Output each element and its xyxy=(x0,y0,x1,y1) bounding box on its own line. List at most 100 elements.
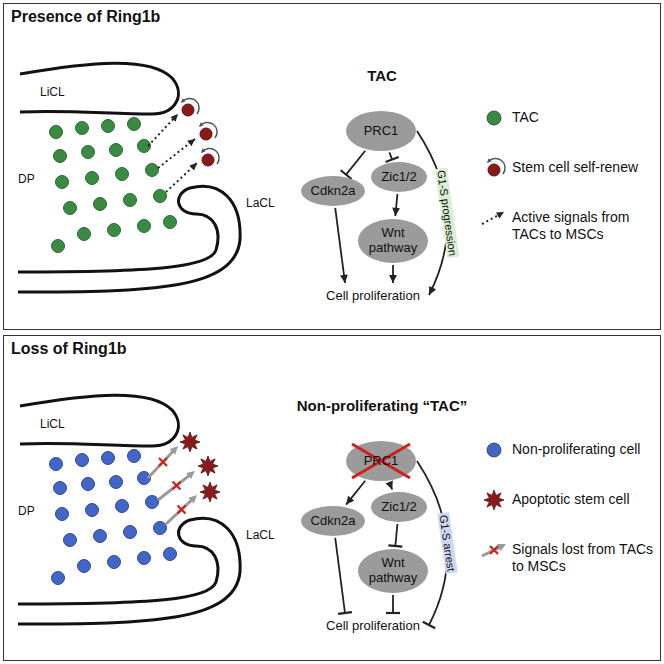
connector xyxy=(335,208,348,283)
region-label: LaCL xyxy=(246,528,275,542)
apoptotic-cell xyxy=(180,432,200,452)
node-text: Cdkn2a xyxy=(311,184,356,199)
follicle-top xyxy=(18,63,240,292)
nonprolif-cell xyxy=(128,450,141,463)
panel-title: Presence of Ring1b xyxy=(11,8,160,26)
nonprolif-cell xyxy=(164,548,177,561)
tac-cell xyxy=(94,198,107,211)
active-signal-line xyxy=(148,114,178,146)
node-text: PRC1 xyxy=(364,454,399,469)
arrow-head xyxy=(386,481,393,490)
nonprolif-cell xyxy=(116,500,129,513)
nonprolif-cell xyxy=(154,522,167,535)
inhibition-bar xyxy=(338,612,352,614)
nonprolif-cell xyxy=(110,476,123,489)
cell-title: Non-proliferating “TAC” xyxy=(297,397,468,414)
legend-swatch xyxy=(487,443,501,457)
connector-line xyxy=(346,481,365,505)
nonprolif-cell xyxy=(86,504,99,517)
region-label: DP xyxy=(18,172,35,186)
region-label: LaCL xyxy=(246,196,275,210)
region-label: DP xyxy=(18,504,35,518)
lost-signal-line xyxy=(166,499,192,524)
connector xyxy=(388,524,402,547)
nonprolif-cell xyxy=(138,552,151,565)
active-signal-line xyxy=(482,212,504,224)
lost-signal-head xyxy=(170,446,178,455)
node-text: Zic1/2 xyxy=(381,500,416,515)
tac-cell xyxy=(108,224,121,237)
region-label: LiCL xyxy=(40,417,65,431)
panel-title: Loss of Ring1b xyxy=(11,340,127,358)
factor-oval: Cdkn2a xyxy=(301,506,365,536)
connector-line xyxy=(335,208,345,283)
nonprolif-cell xyxy=(94,530,107,543)
nonprolif-cell xyxy=(78,560,91,573)
legend-text: TAC xyxy=(512,109,658,126)
lost-signal-head xyxy=(186,471,195,479)
lost-signal-head xyxy=(497,544,506,551)
nonprolif-cell xyxy=(50,458,63,471)
tac-cell xyxy=(76,122,89,135)
active-signal-line xyxy=(158,139,195,168)
follicle-bottom xyxy=(18,395,240,624)
legend-apoptotic xyxy=(484,490,504,510)
self-renew-head xyxy=(181,98,186,103)
arrow-head xyxy=(392,208,400,216)
legend-text: Signals lost from TACs to MSCs xyxy=(512,541,658,575)
legend-text: Apoptotic stem cell xyxy=(512,491,658,508)
self-renew-head xyxy=(487,158,492,163)
tac-cell xyxy=(110,144,123,157)
inhibition-bar xyxy=(388,545,402,546)
connector-line xyxy=(392,595,394,613)
apoptotic-cell xyxy=(200,482,220,502)
lost-signal-line xyxy=(148,451,174,478)
connector-line xyxy=(395,524,397,546)
factor-oval: Zic1/2 xyxy=(371,492,427,522)
legend-swatch xyxy=(487,111,501,125)
active-signal-line xyxy=(166,163,197,192)
nonprolif-cell xyxy=(76,454,89,467)
connector xyxy=(386,481,393,490)
nonprolif-cell xyxy=(82,478,95,491)
connector-line xyxy=(346,151,365,175)
stem-cell xyxy=(488,164,500,176)
region-label: LiCL xyxy=(40,85,65,99)
connector xyxy=(386,152,399,162)
arrow-head xyxy=(429,286,436,295)
arrow-head xyxy=(389,275,397,283)
tac-cell xyxy=(86,172,99,185)
connector-line xyxy=(335,538,345,613)
factor-oval: PRC1 xyxy=(346,441,416,481)
stem-cell xyxy=(202,154,214,166)
nonprolif-cell xyxy=(54,482,67,495)
node-text: Cell proliferation xyxy=(326,618,420,633)
apoptotic-cell xyxy=(198,456,218,476)
arrow-head xyxy=(346,496,354,505)
tac-cell xyxy=(146,164,159,177)
outcome-text: Cell proliferation xyxy=(318,615,428,635)
factor-oval: Zic1/2 xyxy=(371,162,427,192)
active-signal-head xyxy=(187,139,195,146)
connector-line xyxy=(389,152,392,159)
stem-cell xyxy=(182,104,194,116)
active-signal-head xyxy=(171,114,178,122)
tac-cell xyxy=(50,126,63,139)
lost-signal-cross xyxy=(178,506,186,514)
nonprolif-cell xyxy=(124,526,137,539)
tac-cell xyxy=(64,202,77,215)
legend-text: Active signals from TACs to MSCs xyxy=(512,209,658,243)
tac-cell xyxy=(164,216,177,229)
stem-cell xyxy=(200,128,212,140)
inhibition-bar xyxy=(423,622,435,628)
ellipse-shape xyxy=(301,93,463,323)
node-text: Wnt pathway xyxy=(366,556,420,586)
legend-text: Non-proliferating cell xyxy=(512,441,658,458)
node-text: PRC1 xyxy=(364,124,399,139)
nonprolif-cell xyxy=(52,572,65,585)
cross-stroke xyxy=(352,444,410,478)
tac-cell xyxy=(128,118,141,131)
self-renew-head xyxy=(199,122,204,127)
nonprolif-cell xyxy=(108,556,121,569)
tac-cell xyxy=(82,146,95,159)
